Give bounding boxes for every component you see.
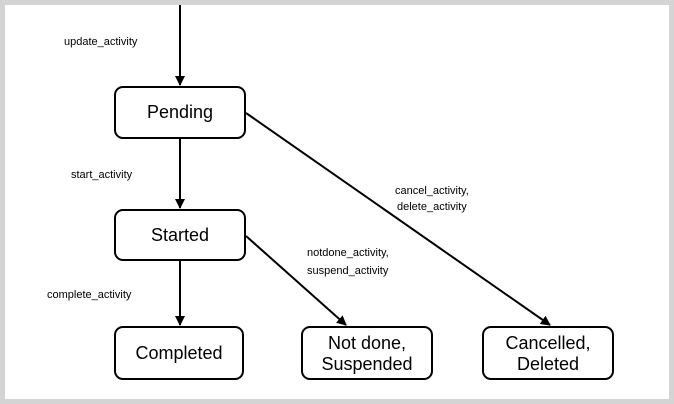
state-cancelled-label-line2: Deleted xyxy=(517,354,579,374)
state-notdone-suspended: Not done, Suspended xyxy=(301,326,433,380)
state-cancelled-label-line1: Cancelled, xyxy=(505,333,590,353)
started-to-notdone-arrow xyxy=(245,235,347,326)
state-notdone-label-line2: Suspended xyxy=(321,354,412,374)
state-started-label: Started xyxy=(151,225,209,245)
state-started: Started xyxy=(114,209,246,261)
label-update-activity: update_activity xyxy=(64,36,138,48)
label-suspend-activity: suspend_activity xyxy=(307,265,389,277)
state-diagram: Pending Started Completed Not done, Susp… xyxy=(47,5,614,380)
state-pending: Pending xyxy=(114,86,246,139)
pending-to-cancelled-arrow xyxy=(245,112,551,326)
state-completed-label: Completed xyxy=(135,343,222,363)
state-notdone-label-line1: Not done, xyxy=(328,333,406,353)
state-completed: Completed xyxy=(114,326,244,380)
state-pending-label: Pending xyxy=(147,102,213,122)
label-cancel-activity: cancel_activity, xyxy=(395,185,469,197)
label-start-activity: start_activity xyxy=(71,169,133,181)
label-delete-activity: delete_activity xyxy=(397,201,467,213)
label-notdone-activity: notdone_activity, xyxy=(307,247,389,259)
label-complete-activity: complete_activity xyxy=(47,289,132,301)
state-cancelled-deleted: Cancelled, Deleted xyxy=(482,326,614,380)
